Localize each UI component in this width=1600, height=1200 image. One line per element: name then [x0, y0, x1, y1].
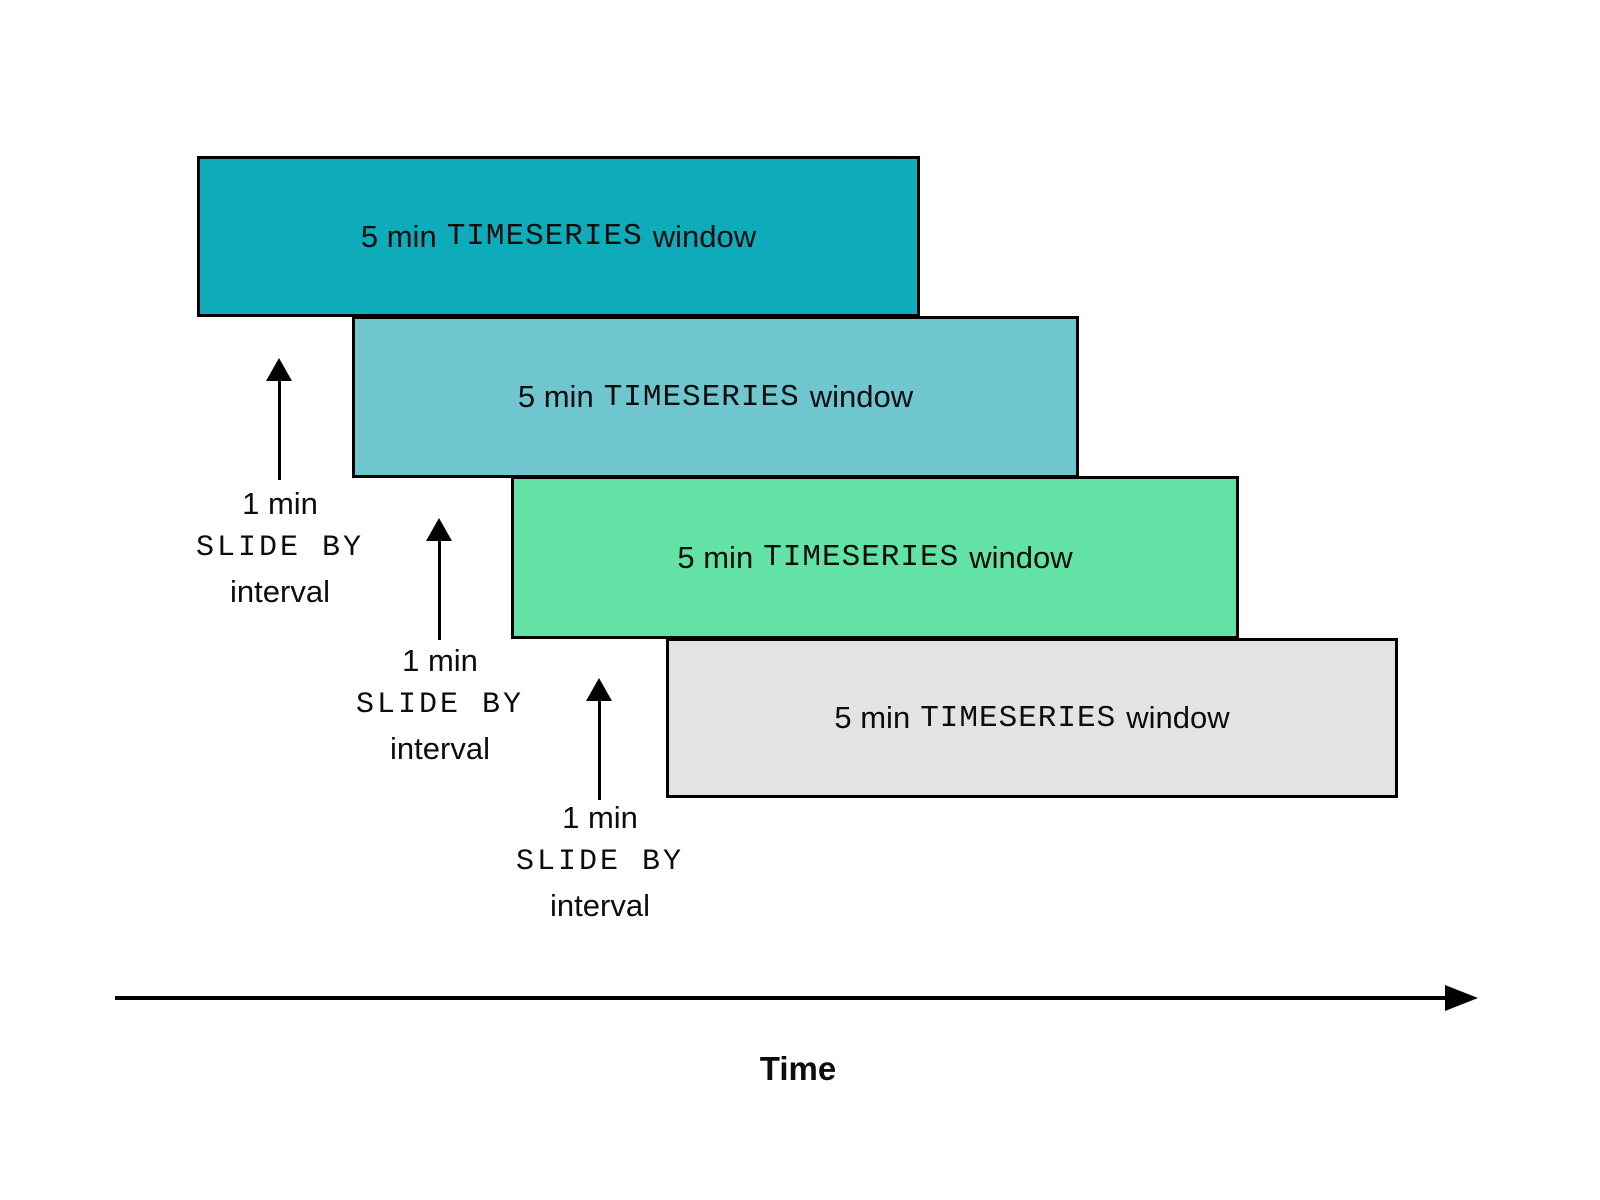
slide-by-label-3: 1 min SLIDE BY interval: [430, 796, 770, 928]
window-label-prefix: 5 min: [834, 700, 911, 735]
slide-arrow-2: [426, 518, 452, 640]
arrow-shaft: [277, 378, 281, 480]
window-label-code: TIMESERIES: [763, 540, 960, 575]
slide-by-label-2: 1 min SLIDE BY interval: [270, 639, 610, 771]
slide-keyword: SLIDE BY: [515, 845, 685, 879]
timeseries-window-1: 5 min TIMESERIES window: [197, 156, 920, 317]
arrow-shaft: [437, 538, 441, 640]
window-label-code: TIMESERIES: [446, 219, 643, 254]
slide-duration: 1 min: [402, 643, 478, 678]
up-arrowhead-icon: [266, 358, 292, 381]
slide-duration: 1 min: [242, 486, 318, 521]
window-label-suffix: window: [652, 218, 757, 254]
window-label-suffix: window: [1126, 700, 1230, 735]
window-label-suffix: window: [809, 379, 914, 414]
window-label-code: TIMESERIES: [920, 700, 1117, 736]
timeseries-window-3: 5 min TIMESERIES window: [511, 476, 1239, 639]
timeseries-window-4: 5 min TIMESERIES window: [666, 638, 1398, 798]
up-arrowhead-icon: [586, 678, 612, 701]
slide-arrow-1: [266, 358, 292, 480]
slide-by-label-1: 1 min SLIDE BY interval: [110, 482, 450, 614]
window-label-prefix: 5 min: [517, 379, 594, 414]
up-arrowhead-icon: [426, 518, 452, 541]
slide-unit: interval: [550, 888, 650, 923]
window-label-suffix: window: [969, 539, 1073, 575]
slide-unit: interval: [390, 731, 490, 766]
window-label-prefix: 5 min: [360, 218, 437, 254]
slide-duration: 1 min: [562, 800, 638, 835]
arrow-shaft: [597, 698, 601, 800]
slide-unit: interval: [230, 574, 330, 609]
slide-arrow-3: [586, 678, 612, 800]
window-label-prefix: 5 min: [677, 539, 754, 575]
right-arrowhead-icon: [1445, 985, 1478, 1011]
slide-keyword: SLIDE BY: [355, 688, 525, 722]
time-axis-label: Time: [759, 1050, 837, 1087]
timeseries-window-2: 5 min TIMESERIES window: [352, 316, 1079, 478]
slide-keyword: SLIDE BY: [195, 531, 365, 565]
time-axis-line: [115, 996, 1450, 1000]
window-label-code: TIMESERIES: [603, 379, 800, 415]
